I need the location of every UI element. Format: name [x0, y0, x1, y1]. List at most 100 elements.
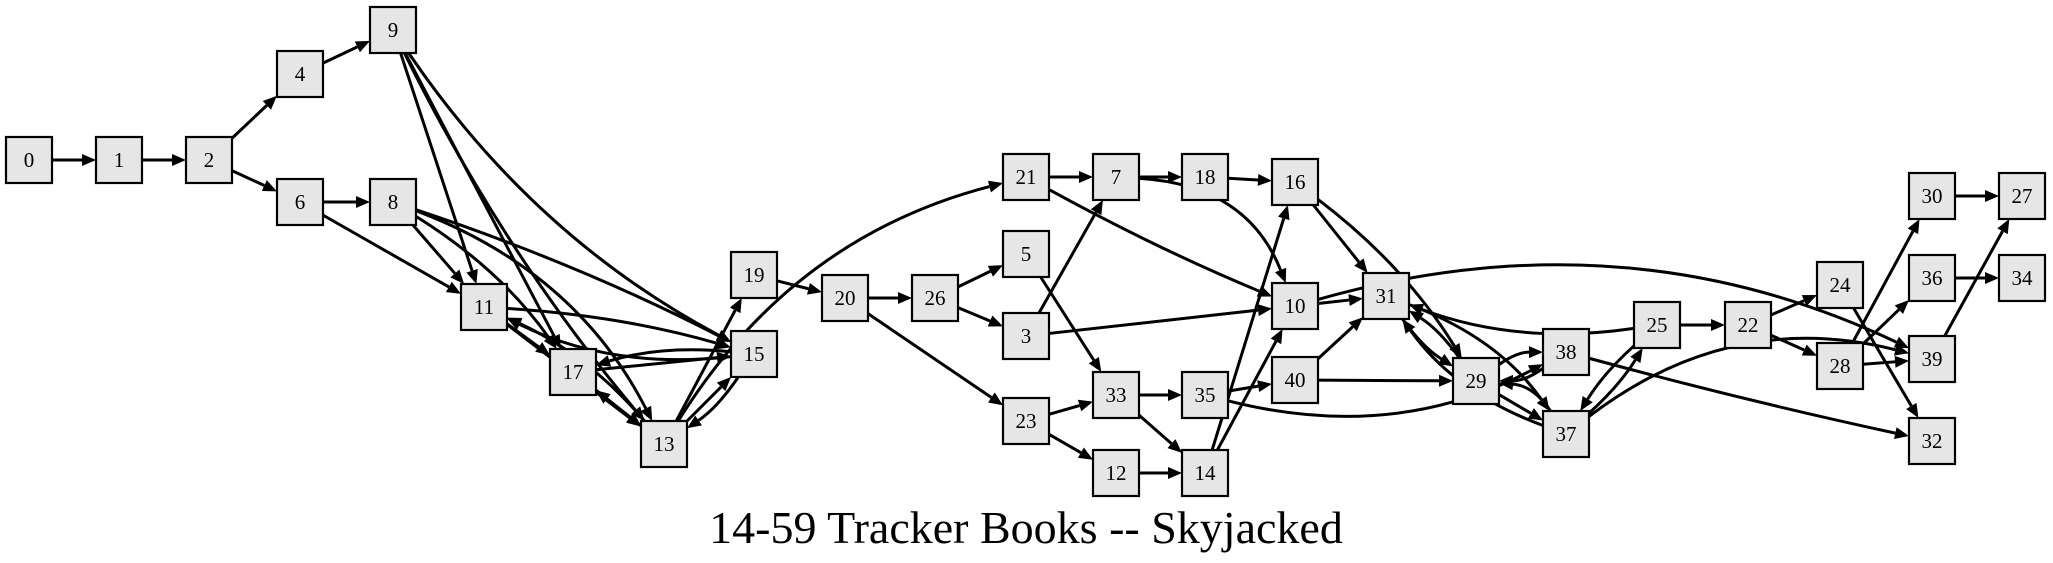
node-30-box — [1907, 171, 1957, 221]
arrowhead-40-to-29 — [1438, 374, 1453, 387]
node-4[interactable]: 4 — [275, 49, 325, 99]
node-8[interactable]: 8 — [368, 177, 418, 227]
node-13-label: 13 — [654, 432, 675, 456]
node-27[interactable]: 27 — [1997, 171, 2047, 221]
arrowhead-9-to-11 — [466, 268, 478, 284]
node-28-box — [1815, 341, 1865, 391]
node-1-box — [94, 135, 144, 185]
node-9[interactable]: 9 — [368, 5, 418, 55]
node-11-label: 11 — [474, 295, 494, 319]
edge-28-to-39 — [1862, 360, 1896, 366]
arrowhead-3-to-7 — [1090, 200, 1103, 216]
edge-33-to-14 — [1138, 414, 1173, 445]
node-38[interactable]: 38 — [1541, 327, 1591, 377]
node-19[interactable]: 19 — [729, 250, 779, 300]
node-36[interactable]: 36 — [1907, 253, 1957, 303]
arrowhead-15-to-13 — [687, 415, 702, 429]
node-22[interactable]: 22 — [1723, 300, 1773, 350]
node-26[interactable]: 26 — [910, 273, 960, 323]
node-23[interactable]: 23 — [1001, 396, 1051, 446]
node-20[interactable]: 20 — [820, 273, 870, 323]
arrowhead-25-to-31 — [1409, 303, 1425, 316]
node-30[interactable]: 30 — [1907, 171, 1957, 221]
edge-3-to-10 — [1048, 308, 1259, 335]
arrowhead-35-to-38 — [1527, 364, 1543, 377]
node-29[interactable]: 29 — [1451, 356, 1501, 406]
node-14[interactable]: 14 — [1180, 448, 1230, 498]
node-7[interactable]: 7 — [1091, 152, 1141, 202]
edge-16-to-31 — [1312, 204, 1361, 263]
node-16-box — [1270, 157, 1320, 207]
arrowhead-6-to-8 — [356, 196, 370, 208]
node-24-label: 24 — [1830, 273, 1852, 297]
arrowhead-7-to-18 — [1168, 171, 1182, 183]
node-35[interactable]: 35 — [1180, 370, 1230, 420]
arrowhead-26-to-5 — [987, 265, 1003, 277]
node-37-box — [1541, 409, 1591, 459]
edge-8-to-15 — [415, 208, 720, 338]
edge-4-to-9 — [322, 45, 358, 65]
node-31[interactable]: 31 — [1361, 271, 1411, 321]
edge-13-to-19 — [674, 309, 737, 422]
node-40[interactable]: 40 — [1270, 355, 1320, 405]
node-16-label: 16 — [1285, 170, 1306, 194]
node-6-box — [275, 177, 325, 227]
arrowhead-11-to-17 — [535, 342, 550, 356]
node-10[interactable]: 10 — [1270, 281, 1320, 331]
node-28-label: 28 — [1830, 354, 1851, 378]
edge-37-to-25 — [1587, 359, 1637, 415]
arrowhead-10-to-31 — [1348, 294, 1363, 307]
arrowhead-39-to-27 — [1997, 219, 2010, 235]
node-6-label: 6 — [295, 190, 306, 214]
node-15[interactable]: 15 — [729, 329, 779, 379]
arrowhead-22-to-28 — [1801, 344, 1817, 356]
node-5[interactable]: 5 — [1001, 229, 1051, 279]
node-37[interactable]: 37 — [1541, 409, 1591, 459]
node-13[interactable]: 13 — [639, 419, 689, 469]
node-12[interactable]: 12 — [1091, 448, 1141, 498]
edge-3-to-7 — [1037, 211, 1098, 314]
node-33[interactable]: 33 — [1091, 370, 1141, 420]
edge-29-to-38 — [1498, 350, 1530, 366]
node-8-box — [368, 177, 418, 227]
node-18[interactable]: 18 — [1180, 152, 1230, 202]
arrowhead-14-to-16 — [1278, 205, 1290, 221]
edge-28-to-36 — [1861, 308, 1900, 346]
node-32-box — [1907, 416, 1957, 466]
node-10-label: 10 — [1285, 294, 1306, 318]
node-17[interactable]: 17 — [548, 347, 598, 397]
arrowhead-25-to-37 — [1580, 395, 1593, 411]
node-25[interactable]: 25 — [1632, 300, 1682, 350]
node-16[interactable]: 16 — [1270, 157, 1320, 207]
node-14-box — [1180, 448, 1230, 498]
node-24[interactable]: 24 — [1815, 260, 1865, 310]
arrowhead-29-to-37 — [1527, 408, 1543, 421]
edge-26-to-5 — [957, 269, 992, 289]
node-21[interactable]: 21 — [1001, 152, 1051, 202]
node-40-box — [1270, 355, 1320, 405]
node-34[interactable]: 34 — [1997, 253, 2047, 303]
node-0[interactable]: 0 — [4, 135, 54, 185]
node-24-box — [1815, 260, 1865, 310]
arrowhead-18-to-16 — [1257, 173, 1272, 186]
node-11[interactable]: 11 — [459, 282, 509, 332]
node-2[interactable]: 2 — [184, 135, 234, 185]
node-3[interactable]: 3 — [1001, 311, 1051, 361]
node-6[interactable]: 6 — [275, 177, 325, 227]
node-32[interactable]: 32 — [1907, 416, 1957, 466]
arrowhead-1-to-2 — [172, 154, 186, 166]
graph-title: 14-59 Tracker Books -- Skyjacked — [709, 502, 1343, 553]
edge-23-to-33 — [1048, 404, 1080, 416]
node-1[interactable]: 1 — [94, 135, 144, 185]
node-39-label: 39 — [1922, 347, 1943, 371]
arrowhead-6-to-11 — [445, 281, 461, 294]
edge-20-to-23 — [867, 312, 993, 399]
edge-16-to-29 — [1317, 198, 1456, 347]
node-15-box — [729, 329, 779, 379]
node-28[interactable]: 28 — [1815, 341, 1865, 391]
arrowhead-25-to-22 — [1711, 319, 1725, 331]
node-23-label: 23 — [1016, 409, 1037, 433]
node-39[interactable]: 39 — [1907, 334, 1957, 384]
edge-15-to-17 — [608, 348, 732, 363]
